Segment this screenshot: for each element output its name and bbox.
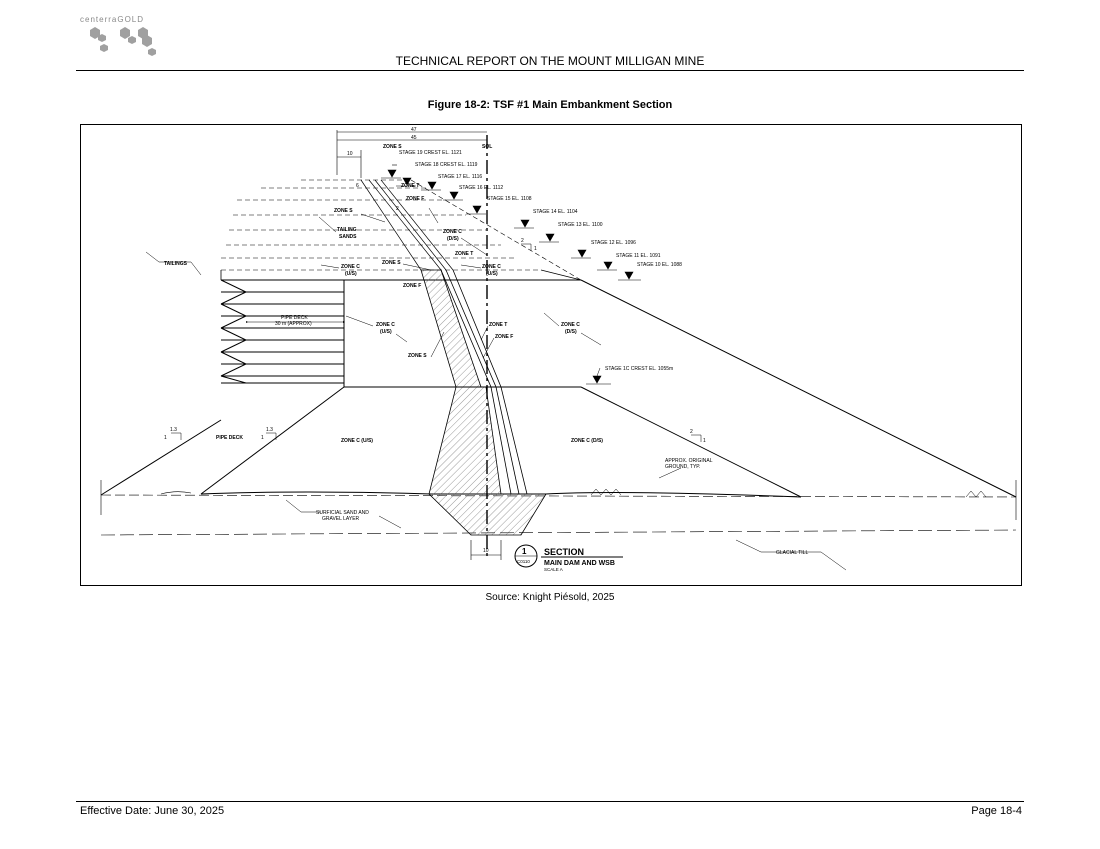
stage-19-label: STAGE 19 CREST EL. 1121	[399, 150, 462, 156]
embankment-section-drawing: 47 45 10 6 2 SOL STAGE 19 CREST EL. 1121…	[100, 127, 1017, 572]
bottom-dimension	[470, 540, 502, 560]
stage-12-label: STAGE 12 EL. 1096	[591, 240, 636, 246]
zone-t-top-label: ZONE T	[401, 183, 419, 189]
zone-s-top-label: ZONE S	[383, 144, 402, 150]
slope-indicators	[171, 243, 702, 442]
ground-line	[100, 480, 1017, 536]
stage-11-label: STAGE 11 EL. 1091	[616, 253, 661, 259]
section-scale: SCALE A	[544, 567, 563, 572]
zone-c-ds-right-label: ZONE C	[561, 322, 580, 328]
zone-t-mid-label: ZONE T	[455, 251, 473, 257]
pipe-deck-layers	[220, 279, 344, 384]
dim-2: 2	[396, 206, 399, 212]
report-title: TECHNICAL REPORT ON THE MOUNT MILLIGAN M…	[395, 54, 705, 68]
zone-c-ds-upper-label: ZONE C	[443, 229, 462, 235]
slope-1-3-mid: 1.3	[266, 427, 273, 433]
zone-s-mid-label: ZONE S	[334, 208, 353, 214]
zone-f-top-label: ZONE F	[406, 196, 424, 202]
sands-label: SANDS	[339, 234, 357, 240]
top-dimensions	[336, 130, 487, 178]
slope-2-upper: 2	[521, 238, 524, 244]
stage-15-label: STAGE 15 EL. 1108	[487, 196, 532, 202]
zone-c-ds-base-label: ZONE C (D/S)	[571, 438, 603, 444]
leader-lines	[145, 207, 847, 571]
stage-16-label: STAGE 16 EL. 1112	[459, 185, 503, 191]
zone-c-us-core-label: ZONE C	[376, 322, 395, 328]
surficial-layer-label-1: SURFICIAL SAND AND	[316, 510, 369, 516]
zone-s-core-label: ZONE S	[408, 353, 427, 359]
dim-10-bottom: 10	[483, 548, 489, 554]
zone-c-us-base-label: ZONE C (U/S)	[341, 438, 373, 444]
dim-47: 47	[411, 127, 417, 133]
zone-s-lower-label: ZONE S	[382, 260, 401, 266]
surficial-layer-label-2: GRAVEL LAYER	[322, 516, 360, 522]
section-callout: 1 C0110 SECTION MAIN DAM AND WSB SCALE A	[514, 544, 623, 572]
approx-ground-label-2: GROUND, TYP.	[665, 464, 700, 470]
future-stage-lines	[221, 179, 582, 281]
us-core-label: (U/S)	[380, 329, 392, 335]
slope-2-right: 2	[690, 429, 693, 435]
zone-f-core-label: ZONE F	[495, 334, 513, 340]
stage-10-label: STAGE 10 EL. 1088	[637, 262, 682, 268]
approx-ground-label-1: APPROX. ORIGINAL	[665, 458, 713, 464]
embankment-outline	[100, 279, 1017, 498]
slope-1-upper: 1	[534, 246, 537, 252]
pipe-deck-width-label: 30 m (APPROX)	[275, 321, 312, 327]
stage-13-label: STAGE 13 EL. 1100	[558, 222, 603, 228]
dim-6: 6	[356, 183, 359, 189]
us-left-label: (U/S)	[345, 271, 357, 277]
pipe-deck-lower-label: PIPE DECK	[216, 435, 243, 441]
glacial-till-label: GLACIAL TILL	[776, 550, 808, 556]
zone-labels: ZONE S ZONE T ZONE F ZONE S TAILING SAND…	[164, 144, 603, 444]
company-logo-icon	[90, 27, 156, 56]
footer-divider	[76, 801, 1024, 802]
tailings-label: TAILINGS	[164, 261, 188, 267]
dim-10: 10	[347, 151, 353, 157]
figure-source: Source: Knight Piésold, 2025	[485, 592, 615, 603]
section-number: 1	[522, 547, 527, 556]
zone-f-mid-label: ZONE F	[403, 283, 421, 289]
slope-1-left: 1	[164, 435, 167, 441]
zone-c-us-left-label: ZONE C	[341, 264, 360, 270]
section-ref: C0110	[517, 559, 530, 564]
ds-right-label: (D/S)	[565, 329, 577, 335]
zone-t-core-label: ZONE T	[489, 322, 507, 328]
figure-frame: 47 45 10 6 2 SOL STAGE 19 CREST EL. 1121…	[80, 124, 1022, 586]
section-heading: SECTION	[544, 547, 584, 557]
effective-date: Effective Date: June 30, 2025	[80, 805, 225, 817]
section-name: MAIN DAM AND WSB	[544, 560, 615, 567]
figure-title: Figure 18-2: TSF #1 Main Embankment Sect…	[427, 99, 673, 111]
us-mid-label: (U/S)	[486, 271, 498, 277]
sol-label: SOL	[482, 144, 492, 150]
header-divider	[76, 70, 1024, 71]
zone-c-mid-label: ZONE C	[482, 264, 501, 270]
pipe-deck-upper-label: PIPE DECK	[281, 315, 308, 321]
stage-1c-label: STAGE 1C CREST EL. 1055m	[605, 366, 673, 372]
page-number: Page 18-4	[971, 805, 1022, 817]
stage-14-label: STAGE 14 EL. 1104	[533, 209, 578, 215]
stage-17-label: STAGE 17 EL. 1116	[438, 174, 482, 180]
slope-1-right: 1	[703, 438, 706, 444]
slope-1-3-left: 1.3	[170, 427, 177, 433]
stage-labels: STAGE 19 CREST EL. 1121 STAGE 18 CREST E…	[399, 150, 682, 372]
slope-1-mid: 1	[261, 435, 264, 441]
stage-18-label: STAGE 18 CREST EL. 1119	[415, 162, 478, 168]
tailing-label: TAILING	[337, 227, 357, 233]
elevation-markers	[381, 164, 641, 385]
company-logo-text: centerraGOLD	[80, 15, 145, 24]
ds-upper-label: (D/S)	[447, 236, 459, 242]
dim-45: 45	[411, 135, 417, 141]
